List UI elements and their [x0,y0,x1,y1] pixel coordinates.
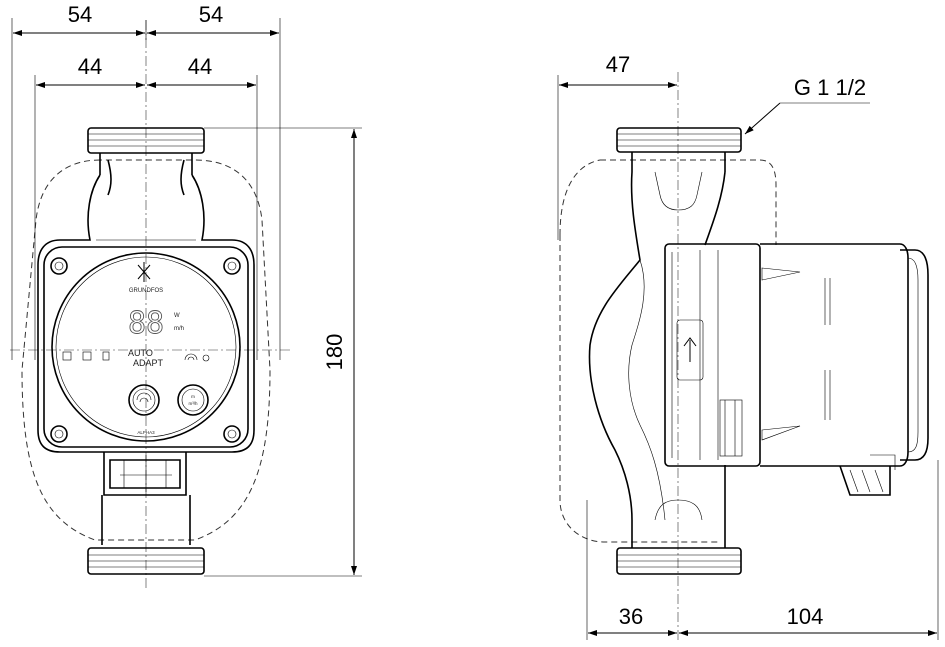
front-dim-54-right: 54 [199,2,223,27]
front-bottom-thread [87,547,205,575]
front-control-plate [43,246,249,448]
front-dim-44-left: 44 [78,54,102,79]
side-bottom-thread [616,520,742,575]
side-motor-housing [760,243,929,467]
front-pump-housing [37,174,255,453]
front-display-digits: 88 [128,306,164,341]
side-insulation-outline [559,159,777,543]
mode-indicator-icons [62,351,210,362]
side-cable-plug [839,454,896,496]
front-dim-54-left: 54 [68,2,92,27]
front-mode-label-auto: AUTO [128,348,153,358]
front-top-thread [87,127,205,196]
svg-text:m: m [191,394,195,399]
front-lower-body [101,495,191,545]
side-thread-callout: G 1 1/2 [794,75,866,100]
side-view: 47 G 1 1/2 36 104 [557,52,939,640]
svg-text:m³/h: m³/h [189,401,198,406]
side-dim-47: 47 [606,52,630,77]
front-dim-44-right: 44 [188,54,212,79]
wireless-button[interactable] [128,384,160,416]
front-screws [50,257,241,443]
front-dimensions [11,18,362,577]
side-pump-body [588,171,726,521]
front-mode-label-adapt: ADAPT [133,358,164,368]
front-cable-connector [103,452,187,496]
side-dim-36: 36 [619,604,643,629]
front-brand-logo: GRUNDFOS [129,288,163,294]
wireless-icon [136,392,152,403]
front-insulation-outline [21,159,271,541]
side-dimensions [557,75,939,640]
front-model-label: ALPHA3 [137,430,155,435]
side-dim-104: 104 [787,604,824,629]
front-unit-power: W [174,313,180,319]
side-top-thread [616,127,742,172]
front-control-face [51,252,241,442]
flow-direction-arrow-icon [683,337,697,362]
mode-button[interactable]: m m³/h [177,384,209,416]
front-unit-head: m/h [174,326,184,332]
side-motor-flange [664,243,761,467]
grundfos-logo-icon [137,262,151,282]
front-view: GRUNDFOS 88 W m/h AUTO ADAPT m m³/h ALPH… [10,2,362,590]
front-dim-180: 180 [322,334,347,371]
